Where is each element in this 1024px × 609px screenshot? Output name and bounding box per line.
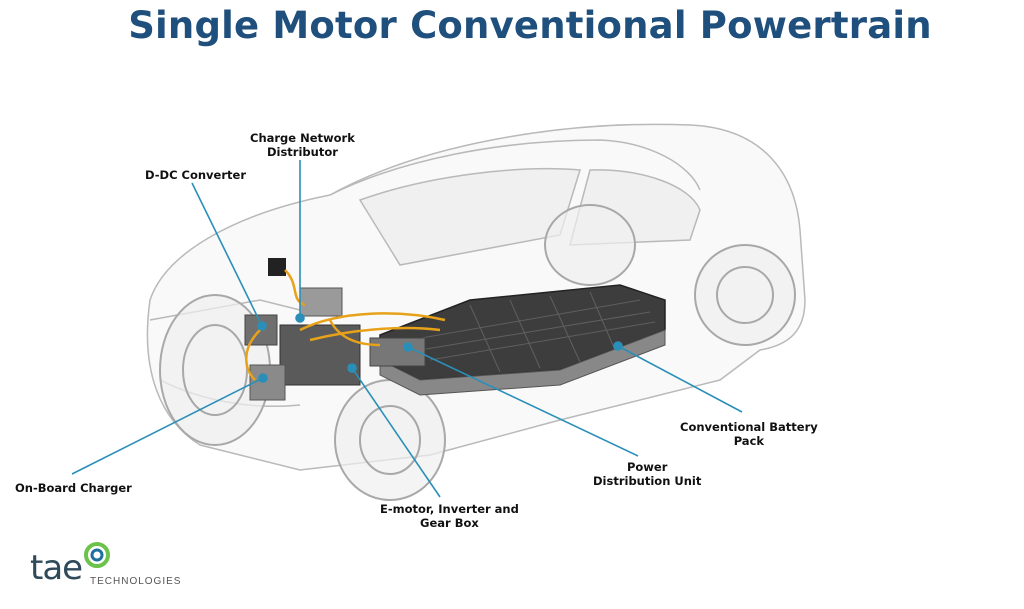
leader-lines: [71, 160, 743, 498]
label-power-distribution-unit: Power Distribution Unit: [593, 460, 702, 488]
logo-subtext: TECHNOLOGIES: [90, 576, 182, 587]
rear-right-wheel: [694, 244, 796, 346]
label-charge-network-distributor: Charge Network Distributor: [250, 131, 355, 159]
motor-block: [279, 324, 361, 386]
charge-port: [268, 258, 286, 276]
pdu-box: [369, 337, 426, 367]
front-right-wheel: [334, 379, 446, 501]
battery-pack: [379, 284, 666, 396]
onboard-charger-box: [249, 364, 286, 401]
logo-wordmark: tae: [30, 548, 83, 588]
tae-logo-swirl-icon: [84, 542, 110, 568]
wheels: [159, 204, 796, 501]
label-onboard-charger: On-Board Charger: [15, 481, 132, 495]
page-title: Single Motor Conventional Powertrain: [128, 4, 932, 47]
label-emotor-inverter-gearbox: E-motor, Inverter and Gear Box: [380, 502, 519, 530]
label-ddc-converter: D-DC Converter: [145, 168, 246, 182]
label-conventional-battery-pack: Conventional Battery Pack: [680, 420, 818, 448]
charge-network-box: [299, 287, 343, 317]
cables: [245, 269, 446, 381]
rear-left-wheel: [544, 204, 636, 286]
